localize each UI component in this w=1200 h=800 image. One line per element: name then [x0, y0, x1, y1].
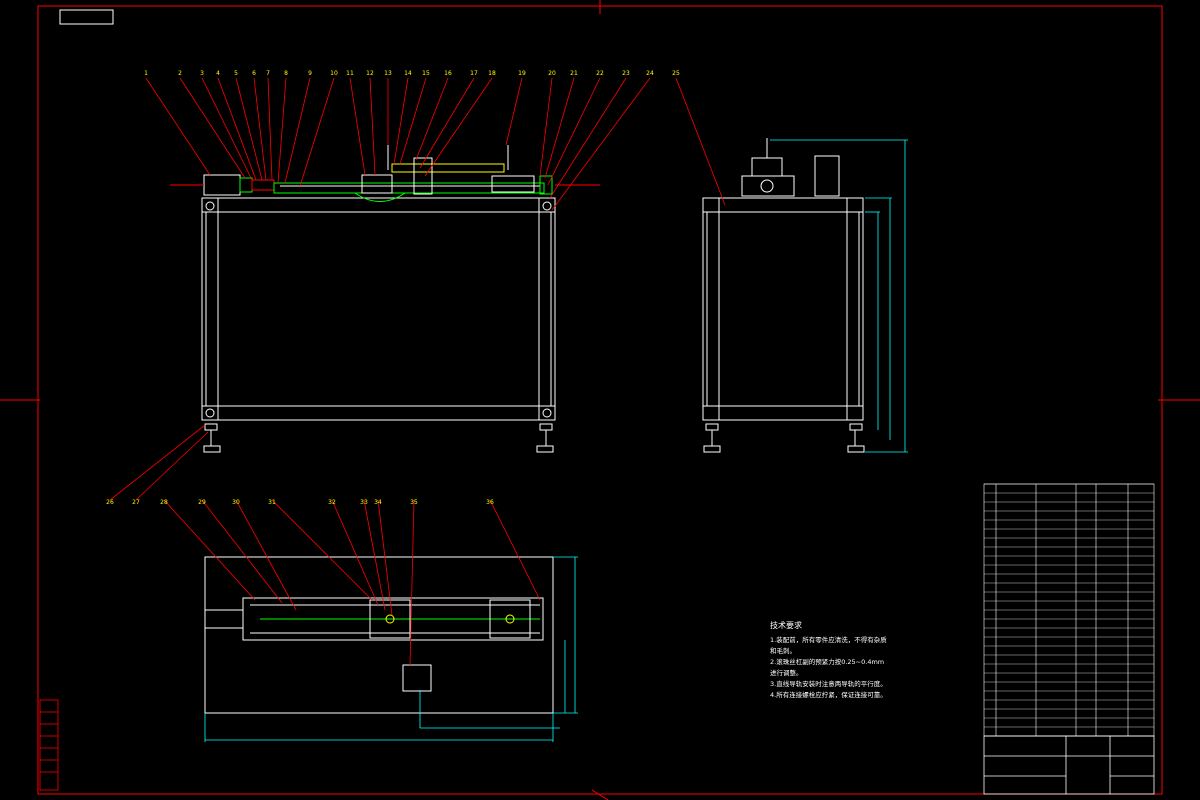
revision-block [39, 699, 59, 791]
callout-22: 22 [596, 70, 604, 77]
callout-32: 32 [328, 499, 336, 506]
callout-11: 11 [346, 70, 354, 77]
side-view-frame [702, 138, 865, 453]
front-view-frame [201, 197, 556, 453]
callout-8: 8 [284, 70, 288, 77]
tech-line-1: 1.装配前，所有零件应清洗，不得有杂质 [770, 636, 887, 644]
callout-1: 1 [144, 70, 148, 77]
callout-13: 13 [384, 70, 392, 77]
tech-line-2: 和毛刺。 [770, 647, 796, 655]
callout-28: 28 [160, 499, 168, 506]
callout-34: 34 [374, 499, 382, 506]
plan-view-base [204, 556, 554, 714]
callout-35: 35 [410, 499, 418, 506]
callout-3: 3 [200, 70, 204, 77]
callout-36: 36 [486, 499, 494, 506]
side-view-dimensions [770, 139, 908, 453]
callout-24: 24 [646, 70, 654, 77]
callout-30: 30 [232, 499, 240, 506]
callout-12: 12 [366, 70, 374, 77]
tech-line-3: 2.滚珠丝杠副的预紧力按0.25~0.4mm [770, 658, 885, 666]
tech-title: 技术要求 [770, 621, 802, 630]
technical-requirements: 技术要求 1.装配前，所有零件应清洗，不得有杂质 和毛刺。 2.滚珠丝杠副的预紧… [770, 620, 887, 701]
callout-33: 33 [360, 499, 368, 506]
callout-27: 27 [132, 499, 140, 506]
callout-23: 23 [622, 70, 630, 77]
callout-5: 5 [234, 70, 238, 77]
callout-14: 14 [404, 70, 412, 77]
front-view-mechanism [170, 145, 600, 202]
callout-31: 31 [268, 499, 276, 506]
tech-line-6: 4.所有连接螺栓应拧紧，保证连接可靠。 [770, 691, 887, 699]
callout-26: 26 [106, 499, 114, 506]
callout-21: 21 [570, 70, 578, 77]
callout-16: 16 [444, 70, 452, 77]
callout-6: 6 [252, 70, 256, 77]
title-block [983, 735, 1155, 795]
callout-2: 2 [178, 70, 182, 77]
parts-list-rows [984, 483, 1154, 737]
callout-4: 4 [216, 70, 220, 77]
callout-10: 10 [330, 70, 338, 77]
callout-15: 15 [422, 70, 430, 77]
tech-line-5: 3.直线导轨安装时注意两导轨的平行度。 [770, 680, 887, 688]
callout-25: 25 [672, 70, 680, 77]
callout-18: 18 [488, 70, 496, 77]
callout-29: 29 [198, 499, 206, 506]
callout-9: 9 [308, 70, 312, 77]
callout-17: 17 [470, 70, 478, 77]
tech-line-4: 进行调整。 [770, 669, 803, 677]
callout-20: 20 [548, 70, 556, 77]
leader-lines [109, 77, 726, 666]
callout-7: 7 [266, 70, 270, 77]
callout-19: 19 [518, 70, 526, 77]
plan-view-dimensions [204, 556, 578, 742]
